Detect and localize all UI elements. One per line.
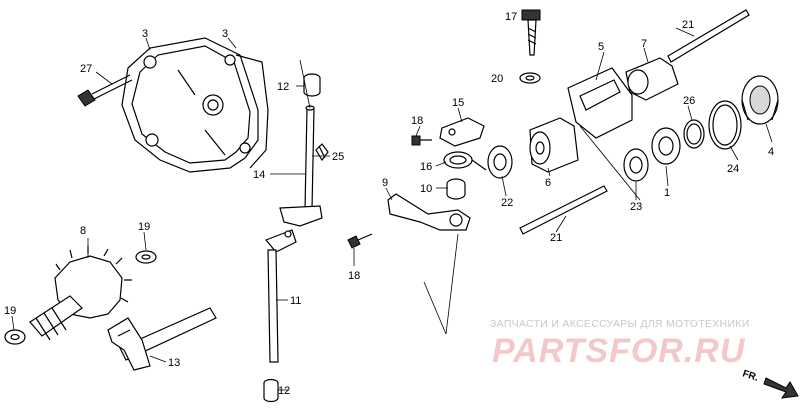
collar-part-10 [446,178,466,200]
callout-9: 9 [382,177,388,189]
pin-part-21-top [667,9,750,63]
washer-part-19-top [135,250,157,264]
circlip-part-26 [683,119,705,149]
watermark-tagline: ЗАПЧАСТИ И АКСЕССУАРЫ ДЛЯ МОТОТЕХНИКИ [490,318,750,330]
clip-part-25 [315,143,329,162]
callout-24: 24 [727,163,739,175]
callout-4: 4 [768,146,774,158]
shaft-part-14 [279,105,323,227]
body-part-5 [567,67,633,139]
callout-12-top: 12 [277,81,289,93]
callout-1: 1 [664,187,670,199]
bolt-part-17 [521,9,541,56]
bearing-part-1 [651,127,681,165]
callout-6: 6 [545,177,551,189]
callout-21-bottom: 21 [550,232,562,244]
callout-8: 8 [80,225,86,237]
part-6 [529,117,579,173]
bolt-part-27 [77,74,133,107]
callout-5: 5 [598,41,604,53]
callout-10: 10 [420,183,432,195]
part-7 [625,57,679,101]
oring-part-24 [708,100,742,150]
shaft-part-11 [265,229,297,363]
callout-25: 25 [332,151,344,163]
callout-18-top: 18 [411,115,423,127]
bearing-part-22 [487,145,513,179]
callout-16: 16 [420,161,432,173]
callout-21-top: 21 [682,19,694,31]
front-direction-marker: FR. [741,368,799,399]
callout-19-top: 19 [138,221,150,233]
watermark-logo-text: PARTSFOR.RU [492,332,746,370]
callout-11: 11 [290,295,301,307]
leader-lines [11,27,773,391]
callout-17: 17 [505,11,517,23]
watermark: ЗАПЧАСТИ И АКСЕССУАРЫ ДЛЯ МОТОТЕХНИКИ PA… [490,318,750,370]
callout-7: 7 [641,38,647,50]
front-label: FR. [741,368,760,384]
bolt-part-18-bottom [347,233,373,249]
callout-3: 3 [222,28,228,40]
gear-part-8 [29,246,132,341]
callout-14: 14 [253,169,265,181]
callout-22: 22 [501,197,513,209]
callout-13: 13 [168,357,180,369]
callout-19-bottom: 19 [4,305,16,317]
callout-12-bottom: 12 [278,385,290,397]
callout-23: 23 [630,201,642,213]
collar-part-12-bottom [263,378,279,403]
arm-part-9 [387,193,471,231]
callout-26: 26 [683,95,695,107]
front-arrow-icon [763,377,799,399]
callout-2: 3 [142,28,148,40]
cover-part [121,37,269,173]
part-15 [439,117,485,147]
callout-18-bottom: 18 [348,270,360,282]
callout-labels: 3 3 27 12 12 14 25 17 21 21 20 5 7 15 18… [4,11,774,397]
callout-27: 27 [80,63,92,75]
callout-20: 20 [491,73,503,85]
seal-part-4 [741,75,779,125]
shaft-part-13 [107,307,217,371]
spring-part-16 [443,151,487,171]
collar-part-12-top [303,73,321,97]
washer-part-20 [519,72,541,84]
callout-15: 15 [452,97,464,109]
bearing-part-23 [623,148,649,182]
bolt-part-18-top [411,135,432,146]
pin-part-21-bottom [519,185,608,235]
washer-part-19-bottom [4,329,26,345]
